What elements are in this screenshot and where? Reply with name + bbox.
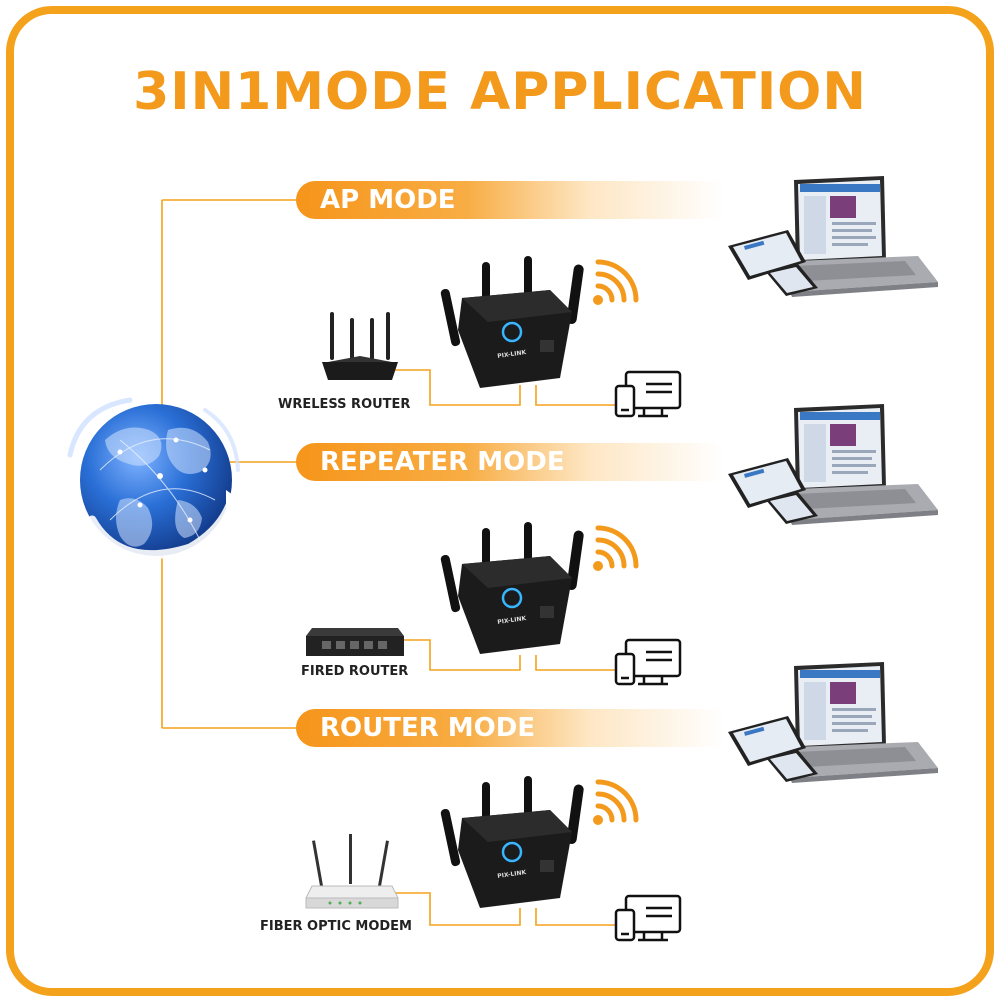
monitor-phone-icon <box>614 638 682 686</box>
wireless-router-icon <box>322 312 398 380</box>
link-router-device-2 <box>403 639 521 671</box>
monitor-phone-icon <box>614 370 682 418</box>
fiber-modem-icon <box>305 834 399 909</box>
link-device-client-3 <box>535 908 616 926</box>
link-router-device-1 <box>395 369 521 406</box>
wired-router-icon <box>306 628 404 656</box>
monitor-phone-icon <box>614 894 682 942</box>
link-device-client-1 <box>535 385 616 406</box>
link-router-device-3 <box>392 892 521 926</box>
source-caption-router: FIBER OPTIC MODEM <box>260 919 412 934</box>
mode-banner-repeater: REPEATER MODE <box>296 443 724 481</box>
source-caption-repeater: FIRED ROUTER <box>301 664 409 679</box>
device-brand-label: PIX-LINK <box>497 615 527 626</box>
repeater-device-router: PIX-LINK <box>440 776 584 908</box>
laptop-tablet-phone-icon <box>728 662 938 783</box>
wifi-signal-icon <box>593 259 639 825</box>
link-device-client-2 <box>535 655 616 671</box>
source-caption-ap: WRELESS ROUTER <box>278 397 411 412</box>
mode-banner-router: ROUTER MODE <box>296 709 724 747</box>
laptop-tablet-phone-icon <box>728 176 938 297</box>
device-brand-label: PIX-LINK <box>497 869 527 880</box>
rounded-frame <box>6 6 994 996</box>
mode-banner-ap: AP MODE <box>296 181 724 219</box>
page-title: 3IN1MODE APPLICATION <box>133 62 867 122</box>
device-brand-label: PIX-LINK <box>497 349 527 360</box>
repeater-device-repeater: PIX-LINK <box>440 522 584 654</box>
laptop-tablet-phone-icon <box>728 404 938 525</box>
repeater-device-ap: PIX-LINK <box>440 256 584 388</box>
